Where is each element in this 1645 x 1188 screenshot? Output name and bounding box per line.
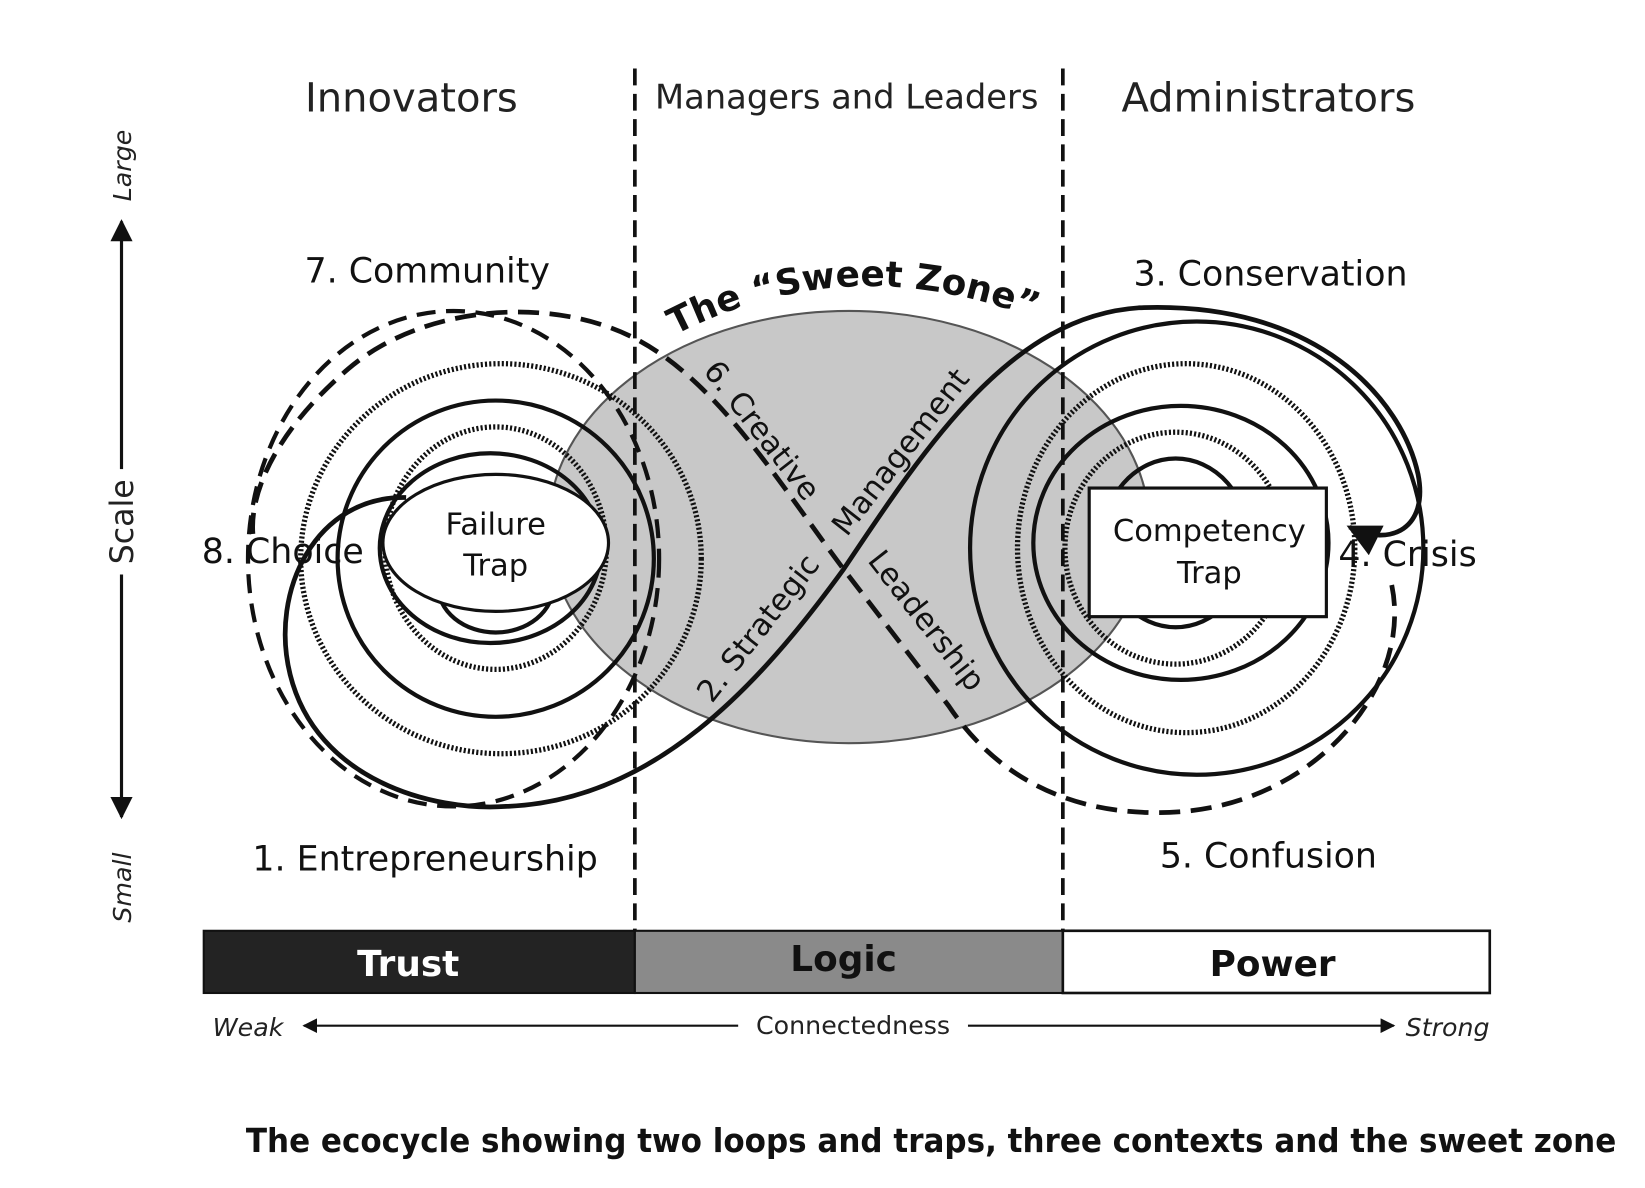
failure-trap: Failure Trap	[381, 472, 611, 613]
failure-trap-line1: Failure	[445, 507, 546, 542]
header-innovators: Innovators	[305, 76, 518, 122]
scale-label: Scale	[105, 479, 141, 564]
scale-small-label: Small	[108, 852, 137, 922]
competency-trap-line2: Trap	[1176, 556, 1242, 591]
connectedness-axis: Connectedness Weak Strong	[213, 1011, 1490, 1042]
band-trust	[202, 929, 636, 995]
header-administrators: Administrators	[1121, 76, 1415, 122]
stage-community: 7. Community	[304, 252, 549, 292]
band-power-label: Power	[1210, 944, 1336, 985]
stage-entrepreneurship: 1. Entrepreneurship	[252, 840, 597, 880]
stage-choice: 8. Choice	[202, 532, 364, 572]
failure-trap-line2: Trap	[462, 549, 528, 584]
competency-trap: Competency Trap	[1087, 486, 1328, 619]
band-power	[1061, 929, 1492, 995]
back-loop-path	[250, 309, 1398, 815]
figure-caption: The ecocycle showing two loops and traps…	[246, 1122, 1616, 1160]
context-bands: Trust Logic Power	[202, 929, 1492, 995]
competency-trap-line1: Competency	[1113, 514, 1306, 549]
header-managers-leaders: Managers and Leaders	[655, 78, 1038, 117]
front-loop-path	[282, 305, 1423, 810]
band-trust-label: Trust	[357, 944, 459, 985]
connectedness-strong-label: Strong	[1406, 1013, 1490, 1042]
stage-crisis: 4. Crisis	[1338, 535, 1476, 575]
stage-conservation: 3. Conservation	[1133, 255, 1407, 295]
band-logic-label: Logic	[790, 939, 897, 980]
scale-large-label: Large	[108, 130, 137, 202]
connectedness-weak-label: Weak	[213, 1013, 285, 1042]
stage-confusion: 5. Confusion	[1160, 837, 1377, 877]
scale-axis: Scale Large Small	[105, 130, 141, 923]
connectedness-label: Connectedness	[756, 1011, 950, 1040]
